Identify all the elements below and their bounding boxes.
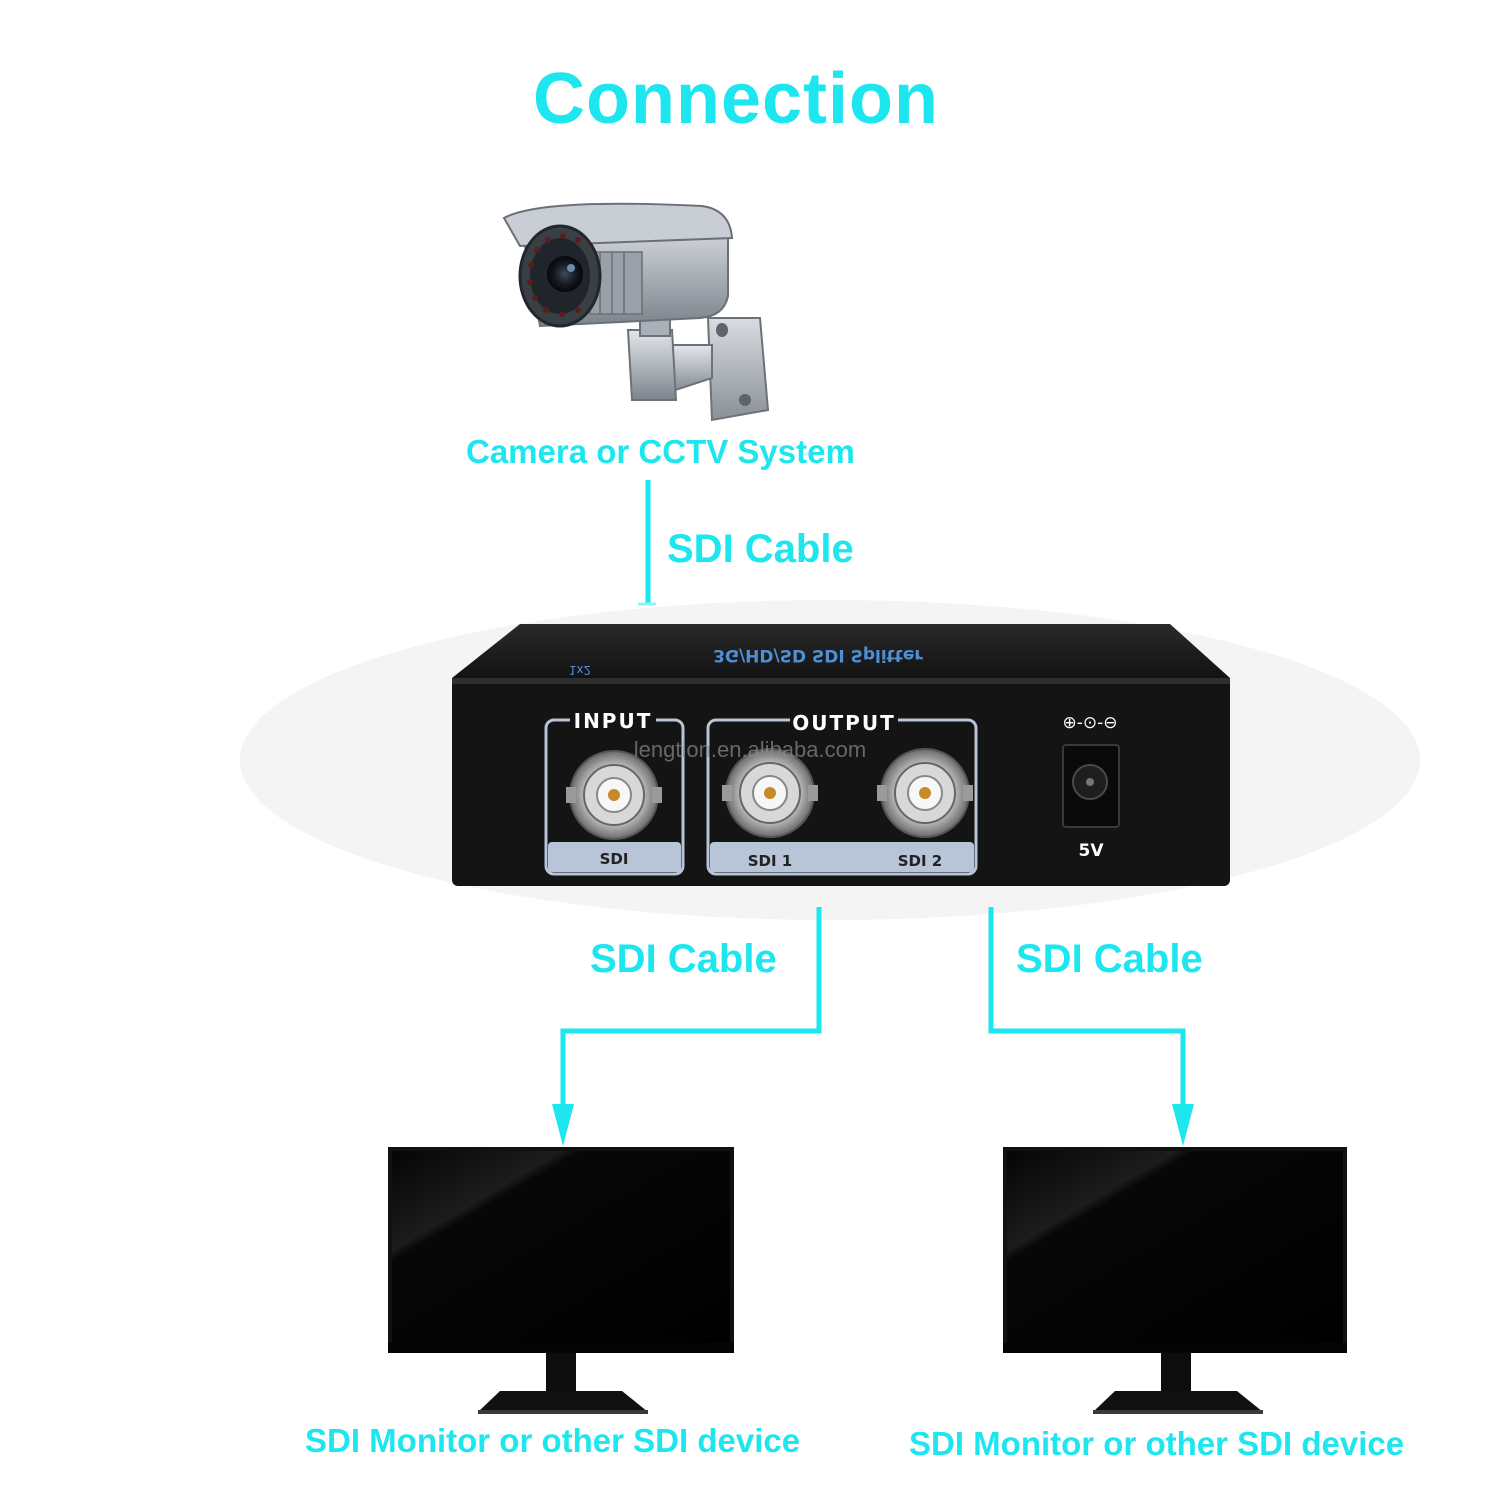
power-polarity-symbol: ⊕-⊙-⊖ xyxy=(1062,713,1117,733)
output-cable-2-label: SDI Cable xyxy=(1016,937,1203,981)
monitor-left-caption: SDI Monitor or other SDI device xyxy=(305,1422,801,1459)
camera-caption: Camera or CCTV System xyxy=(466,433,855,470)
monitor-icon-left xyxy=(388,1147,734,1414)
arrow-down-icon xyxy=(1172,1104,1194,1146)
input-cable-line xyxy=(638,480,656,606)
input-port-strip xyxy=(548,842,681,872)
input-group-label: INPUT xyxy=(574,709,653,733)
monitor-right-caption: SDI Monitor or other SDI device xyxy=(909,1425,1405,1462)
bnc-output-1-connector xyxy=(722,748,818,838)
splitter-top-print-small: 1x2 xyxy=(569,663,591,677)
input-port-label: SDI xyxy=(600,850,629,868)
arrow-down-icon xyxy=(552,1104,574,1146)
output-group-label: OUTPUT xyxy=(792,711,895,735)
splitter-top-print: 3G/HD/SD SDI Splitter xyxy=(713,645,923,665)
output-port-2-label: SDI 2 xyxy=(898,852,943,870)
power-jack-icon: ⊕-⊙-⊖ 5V xyxy=(1062,713,1120,861)
watermark-text: lengtion.en.alibaba.com xyxy=(634,737,866,762)
power-label: 5V xyxy=(1079,841,1105,861)
output-cable-line-1 xyxy=(552,907,822,1146)
output-port-strip xyxy=(710,842,974,872)
output-cable-line-2 xyxy=(988,907,1194,1146)
output-cable-1-label: SDI Cable xyxy=(590,937,777,981)
bnc-output-2-connector xyxy=(877,748,973,838)
input-cable-label: SDI Cable xyxy=(667,527,854,571)
bnc-input-connector xyxy=(566,750,662,840)
monitor-icon-right xyxy=(1003,1147,1347,1414)
output-port-1-label: SDI 1 xyxy=(748,852,793,870)
page-title: Connection xyxy=(533,59,939,139)
cctv-camera-icon xyxy=(502,202,770,422)
sdi-splitter-icon: 3G/HD/SD SDI Splitter 1x2 INPUT SDI OUTP… xyxy=(240,600,1420,920)
